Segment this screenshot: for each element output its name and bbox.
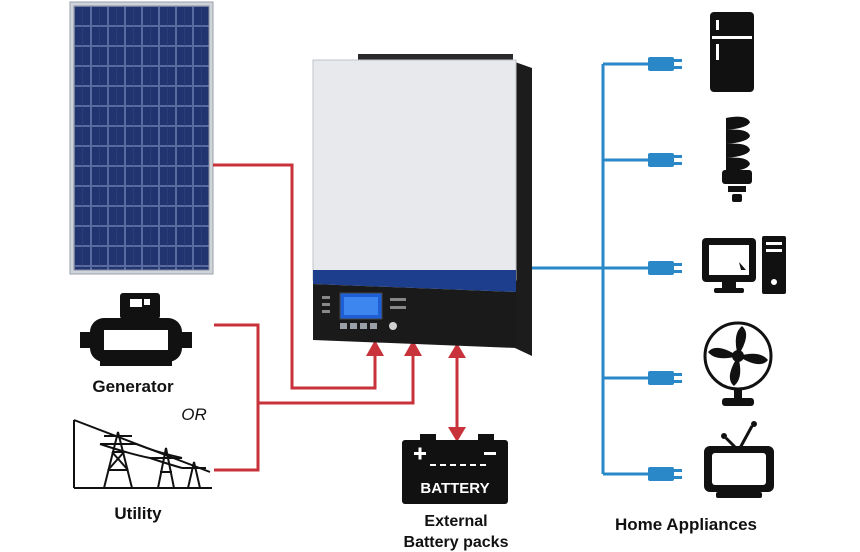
power-tower-icon [73,419,212,489]
battery-text: BATTERY [420,480,489,497]
computer-icon [702,236,786,294]
cfl-bulb-icon [722,116,752,202]
utility-wire [214,403,260,472]
plug-icon [648,371,682,385]
refrigerator-icon [710,12,754,92]
arrow-generator [404,340,422,356]
external-label-line2: Battery packs [404,534,509,551]
output-wires [532,62,648,476]
input-wires [213,163,459,472]
tv-icon [704,421,774,498]
plug-icon [648,153,682,167]
arrow-battery-up [448,343,466,358]
fan-icon [703,321,773,406]
or-label: OR [181,405,207,424]
plug-icon [648,57,682,71]
arrow-battery-down [448,427,466,442]
generator-label: Generator [92,377,174,396]
home-appliances-label: Home Appliances [615,515,757,534]
generator-icon [80,293,192,366]
solar-wire [213,163,377,390]
plug-icon [648,261,682,275]
plug-icons [648,57,682,481]
battery-icon [402,434,508,504]
arrow-heads [366,340,466,442]
plug-icon [648,467,682,481]
utility-label: Utility [114,504,162,523]
external-label-line1: External [424,513,487,530]
arrow-solar [366,340,384,356]
inverter-icon [312,54,532,356]
solar-panel-icon [69,1,214,275]
